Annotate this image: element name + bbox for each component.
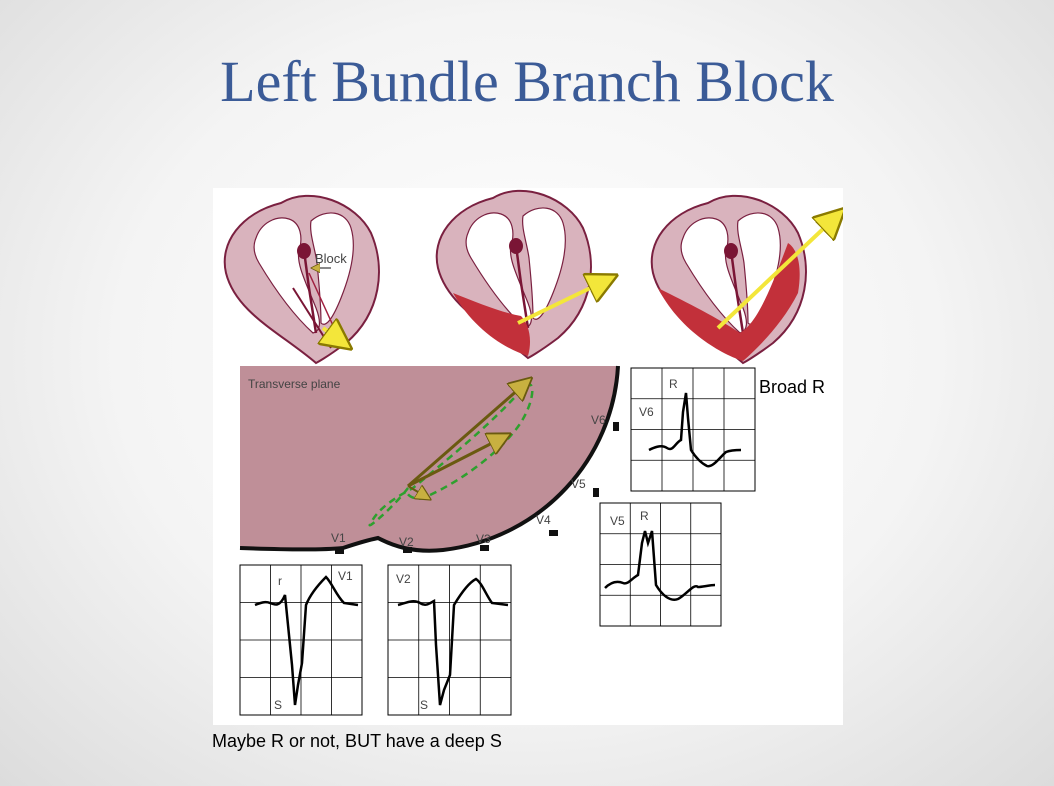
ecg-v2: V2 S xyxy=(387,564,512,716)
lead-label-v3: V3 xyxy=(476,532,491,546)
v1-s-label: S xyxy=(274,698,282,712)
broad-r-caption: Broad R xyxy=(759,377,826,397)
heart-stage-1: Block xyxy=(223,194,381,365)
v5-lead-label: V5 xyxy=(610,514,625,528)
ecg-v1: r V1 S xyxy=(239,564,363,716)
lead-label-v5: V5 xyxy=(571,477,586,491)
deep-s-caption: Maybe R or not, BUT have a deep S xyxy=(212,731,502,751)
v5-r-label: R xyxy=(640,509,649,523)
v2-lead-label: V2 xyxy=(396,572,411,586)
electrode-v4 xyxy=(549,530,558,536)
electrode-v1 xyxy=(335,548,344,554)
lead-label-v2: V2 xyxy=(399,535,414,549)
heart-stage-3 xyxy=(650,194,840,365)
block-label: Block xyxy=(315,251,347,266)
v2-s-label: S xyxy=(420,698,428,712)
v1-lead-label: V1 xyxy=(338,569,353,583)
electrode-v6 xyxy=(613,422,619,431)
v6-lead-label: V6 xyxy=(639,405,654,419)
vector-arrow-main xyxy=(407,381,528,488)
v6-r-label: R xyxy=(669,377,678,391)
vector-arrow-secondary xyxy=(407,436,506,488)
electrode-v5 xyxy=(593,488,599,497)
plane-label: Transverse plane xyxy=(248,377,341,391)
lead-label-v1: V1 xyxy=(331,531,346,545)
slide-title: Left Bundle Branch Block xyxy=(220,49,834,114)
lbbb-diagram: Block Transverse plane V1 V2 V3 V4 V5 V6… xyxy=(223,189,843,716)
v1-r-label: r xyxy=(278,574,282,588)
transverse-plane-torso xyxy=(240,366,618,551)
ecg-v6: R V6 xyxy=(630,367,756,492)
electrode-v2 xyxy=(403,547,412,553)
heart-stage-2 xyxy=(435,189,611,360)
lead-label-v4: V4 xyxy=(536,513,551,527)
vector-arrow-3 xyxy=(716,213,840,330)
vector-arrow-initial xyxy=(407,486,428,498)
electrode-v3 xyxy=(480,545,489,551)
diagram-panel: Block Transverse plane V1 V2 V3 V4 V5 V6… xyxy=(213,188,843,725)
vector-arrow-1 xyxy=(323,328,346,345)
ecg-v5: R V5 xyxy=(599,502,722,627)
chest-wall-line xyxy=(239,365,620,553)
lead-label-v6: V6 xyxy=(591,413,606,427)
vector-arrow-2 xyxy=(517,278,611,325)
